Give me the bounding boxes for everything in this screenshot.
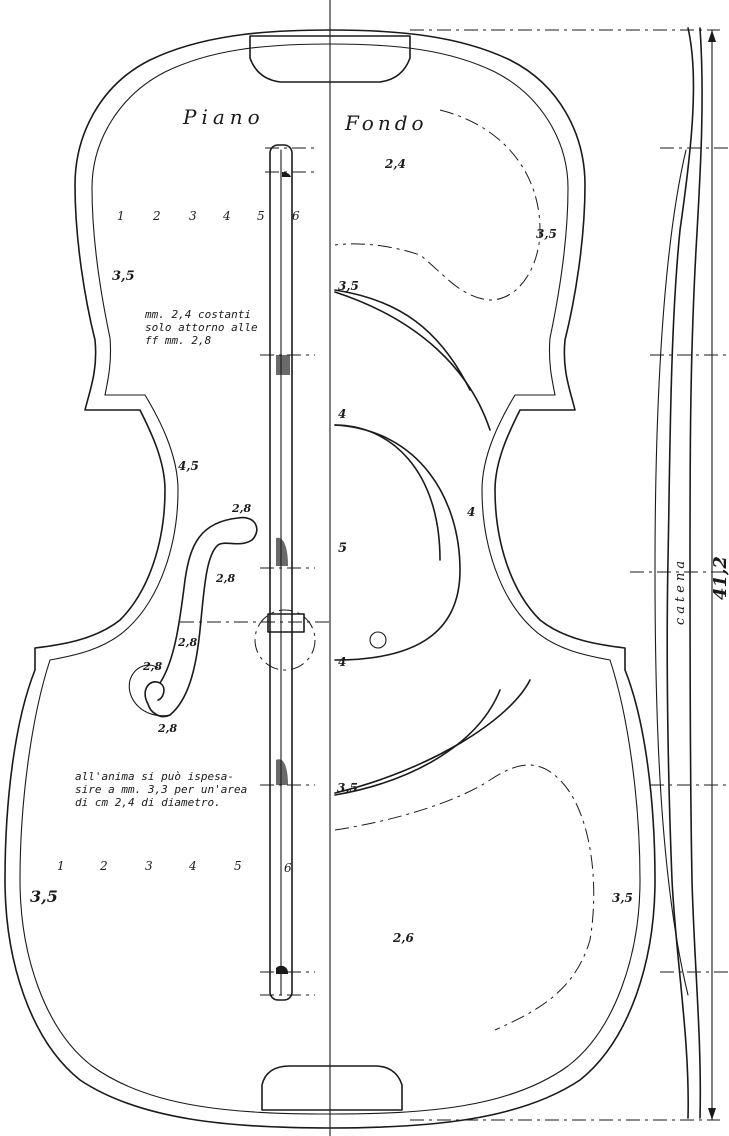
back-curve-center-1 bbox=[334, 424, 441, 561]
side-profile-inner bbox=[689, 27, 703, 1119]
dim-arrow-top bbox=[708, 30, 716, 42]
back-curve-lower-1 bbox=[334, 689, 501, 796]
bass-bar-ticks bbox=[180, 147, 330, 996]
station-upper-3: 3 bbox=[189, 209, 197, 223]
title-back: Fondo bbox=[344, 111, 428, 135]
fhole-label-2: 2,8 bbox=[215, 572, 235, 585]
dim-arrow-bottom bbox=[708, 1108, 716, 1120]
station-upper-5: 5 bbox=[257, 209, 265, 223]
f-hole-lower-eye bbox=[128, 664, 171, 717]
back-curve-lower-2 bbox=[334, 679, 531, 794]
back-curve-upper-2 bbox=[334, 291, 491, 431]
f-hole bbox=[144, 516, 258, 718]
note-soundpost-3: di cm 2,4 di diametro. bbox=[75, 796, 221, 809]
soundpost-area bbox=[254, 609, 316, 671]
back-circle bbox=[369, 631, 387, 649]
back-upper-edge: 3,5 bbox=[536, 227, 557, 241]
note-constant-2: solo attorno alle bbox=[145, 321, 258, 334]
back-lower-zone bbox=[334, 764, 595, 1031]
hatch-2 bbox=[276, 355, 290, 375]
side-bass-bar-label: catena bbox=[673, 557, 688, 625]
title-top: Piano bbox=[182, 105, 265, 129]
stations-upper: 1 2 3 4 5 6 bbox=[117, 209, 300, 223]
station-upper-4: 4 bbox=[222, 209, 231, 223]
note-soundpost-1: all'anima si può ispesa- bbox=[75, 770, 234, 783]
body-outline-inner bbox=[19, 43, 641, 1115]
back-lower-center: 2,6 bbox=[392, 931, 415, 945]
station-lower-3: 3 bbox=[145, 859, 153, 873]
back-upper-zone bbox=[334, 109, 541, 301]
top-edge-lower: 3,5 bbox=[30, 887, 58, 906]
back-upper-mid: 3,5 bbox=[338, 279, 359, 293]
stations-lower: 1 2 3 4 5 6 bbox=[57, 859, 292, 875]
note-soundpost-2: sire a mm. 3,3 per un'area bbox=[75, 783, 247, 796]
back-center-top: 4 bbox=[338, 407, 346, 421]
back-center-bottom: 4 bbox=[338, 655, 346, 669]
hatch-5 bbox=[276, 965, 289, 974]
soundpost-block bbox=[267, 613, 305, 633]
back-curve-upper-1 bbox=[334, 289, 471, 391]
body-outline-outer bbox=[4, 29, 656, 1129]
top-block bbox=[249, 35, 411, 83]
station-upper-1: 1 bbox=[117, 209, 125, 223]
back-lower-mid: 3,5 bbox=[337, 781, 358, 795]
back-center-mid: 5 bbox=[338, 541, 347, 556]
station-lower-1: 1 bbox=[57, 859, 65, 873]
bottom-block bbox=[261, 1065, 403, 1111]
side-profile-outer bbox=[666, 27, 695, 1119]
station-lower-5: 5 bbox=[234, 859, 242, 873]
fhole-label-3: 2,8 bbox=[177, 636, 197, 649]
station-upper-6: 6 bbox=[292, 209, 300, 223]
note-constant-3: ff mm. 2,8 bbox=[145, 334, 212, 347]
station-upper-2: 2 bbox=[152, 209, 161, 223]
back-upper-center: 2,4 bbox=[384, 157, 406, 171]
station-lower-2: 2 bbox=[99, 859, 108, 873]
fhole-label-1: 2,8 bbox=[231, 502, 251, 515]
bass-bar-profile bbox=[654, 149, 689, 996]
back-lower-edge: 3,5 bbox=[612, 891, 633, 905]
bass-bar bbox=[269, 144, 293, 1001]
fhole-label-4: 2,8 bbox=[142, 660, 162, 673]
top-waist: 4,5 bbox=[178, 459, 199, 473]
back-curve-center-2 bbox=[334, 424, 461, 661]
fhole-label-5: 2,8 bbox=[157, 722, 177, 735]
note-constant-1: mm. 2,4 costanti bbox=[144, 308, 251, 321]
hatch-1 bbox=[282, 171, 291, 177]
hatch-4 bbox=[276, 759, 288, 785]
side-length-label: 41,2 bbox=[710, 556, 729, 600]
hatch-3 bbox=[276, 537, 288, 566]
station-lower-6: 6 bbox=[284, 861, 292, 875]
back-center-right: 4 bbox=[467, 505, 475, 519]
top-edge-upper: 3,5 bbox=[112, 269, 135, 284]
station-lower-4: 4 bbox=[188, 859, 197, 873]
